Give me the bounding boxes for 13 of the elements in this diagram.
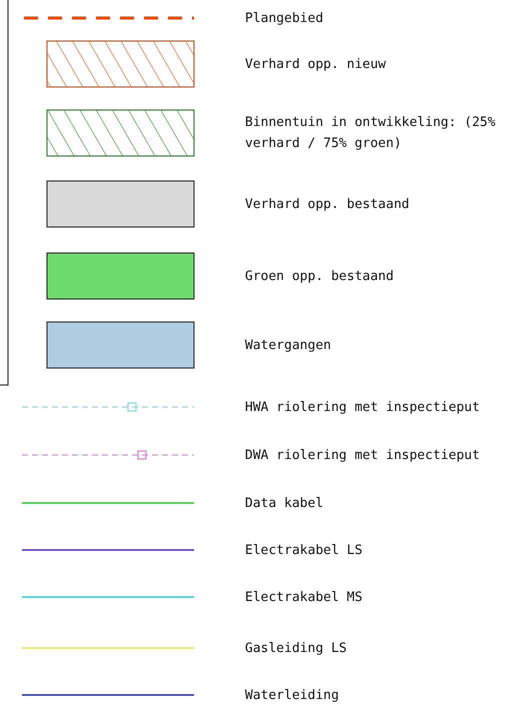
legend-label: Verhard opp. nieuw (245, 56, 387, 74)
legend-label: DWA riolering met inspectieput (245, 446, 481, 464)
legend-label: Waterleiding (245, 686, 340, 704)
legend-label: HWA riolering met inspectieput (245, 398, 481, 416)
legend-label: Electrakabel LS (245, 542, 364, 560)
legend-label: Electrakabel MS (245, 588, 364, 606)
legend-label: Groen opp. bestaand (245, 268, 395, 286)
legend-label: Binnentuin in ontwikkeling: (25% verhard / 75% groen) (245, 114, 496, 153)
legend-label: Plangebied (245, 10, 324, 28)
legend-label: Data kabel (245, 494, 324, 512)
legend-label: Verhard opp. bestaand (245, 196, 410, 214)
legend-label: Gasleiding LS (245, 640, 348, 658)
legend-label: Watergangen (245, 336, 332, 354)
